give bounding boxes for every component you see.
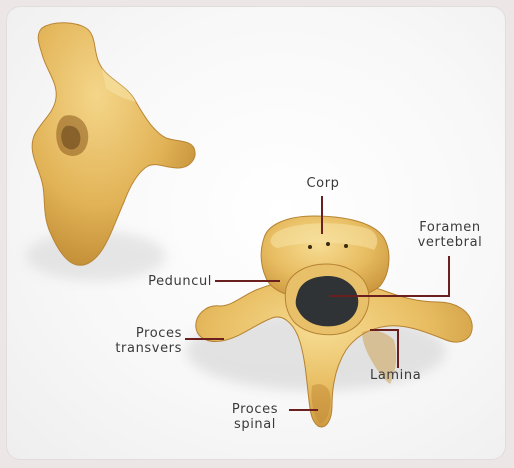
label-proces-transvers: Proces transvers xyxy=(96,326,182,356)
label-lamina: Lamina xyxy=(370,368,440,383)
body-dot xyxy=(344,244,348,248)
label-proces-transvers-line1: Proces xyxy=(96,326,182,341)
vertebral-foramen xyxy=(296,276,359,326)
side-view-vertebra xyxy=(32,23,195,266)
illustration-frame: Corp Foramen vertebral Peduncul Proces t… xyxy=(6,6,506,460)
label-peduncul-text: Peduncul xyxy=(116,274,212,289)
label-corp-text: Corp xyxy=(288,176,358,191)
label-foramen-line2: vertebral xyxy=(404,235,496,250)
label-foramen-vertebral: Foramen vertebral xyxy=(404,220,496,250)
label-proces-transvers-line2: transvers xyxy=(96,341,182,356)
label-proces-spinal-line2: spinal xyxy=(220,417,290,432)
label-lamina-text: Lamina xyxy=(370,368,440,383)
label-proces-spinal: Proces spinal xyxy=(220,402,290,432)
label-proces-spinal-line1: Proces xyxy=(220,402,290,417)
label-corp: Corp xyxy=(288,176,358,191)
body-dot xyxy=(326,242,330,246)
label-foramen-line1: Foramen xyxy=(404,220,496,235)
label-peduncul: Peduncul xyxy=(116,274,212,289)
body-dot xyxy=(308,245,312,249)
